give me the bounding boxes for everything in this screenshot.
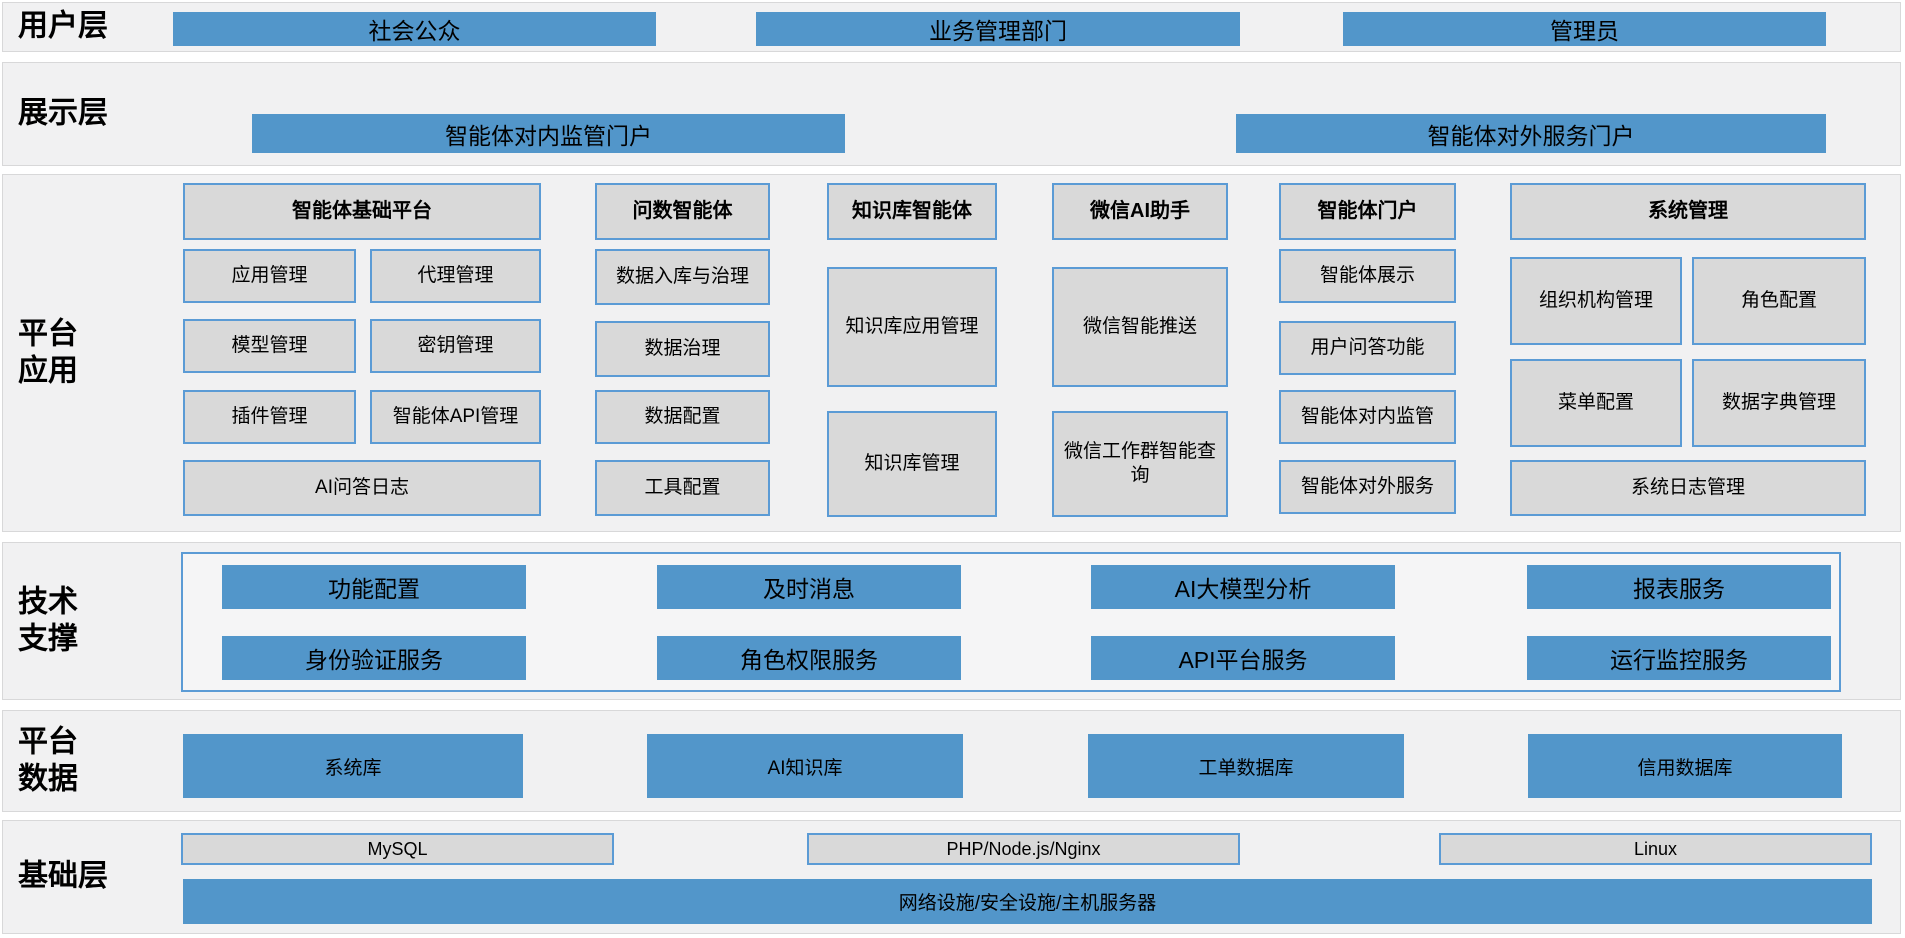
- layer-band-platform-data: 平台 数据 系统库 AI知识库 工单数据库 信用数据库: [2, 710, 1901, 812]
- platform-column-system-mgmt: 系统管理 组织机构管理 角色配置 菜单配置 数据字典管理 系统日志管理: [1510, 175, 1866, 531]
- module-box: 数据治理: [595, 321, 770, 377]
- user-box-admin: 管理员: [1343, 12, 1826, 46]
- module-box: 菜单配置: [1510, 359, 1682, 447]
- column-header: 问数智能体: [595, 183, 770, 240]
- column-header: 知识库智能体: [827, 183, 997, 240]
- module-box: 应用管理: [183, 249, 356, 303]
- platform-column-agent-portal: 智能体门户 智能体展示 用户问答功能 智能体对内监管 智能体对外服务: [1279, 175, 1456, 531]
- infra-tech-box: MySQL: [181, 833, 614, 865]
- layer-label-infrastructure: 基础层: [18, 859, 108, 893]
- layer-label-platform-data: 平台 数据: [18, 724, 78, 797]
- layer-label-line: 平台: [18, 725, 78, 759]
- module-box: 插件管理: [183, 390, 356, 444]
- module-box: 数据入库与治理: [595, 249, 770, 305]
- module-box: 数据字典管理: [1692, 359, 1866, 447]
- module-box: 智能体展示: [1279, 249, 1456, 303]
- module-box: 智能体对内监管: [1279, 390, 1456, 444]
- tech-service-box: 功能配置: [222, 565, 526, 609]
- tech-service-box: 运行监控服务: [1527, 636, 1831, 680]
- column-header: 系统管理: [1510, 183, 1866, 240]
- module-box: 组织机构管理: [1510, 257, 1682, 345]
- layer-band-tech-support: 技术 支撑 功能配置 及时消息 AI大模型分析 报表服务 身份验证服务 角色权限…: [2, 542, 1901, 700]
- platform-column-agent-base: 智能体基础平台 应用管理 代理管理 模型管理 密钥管理 插件管理 智能体API管…: [183, 175, 541, 531]
- layer-label-line: 数据: [18, 762, 78, 795]
- layer-label-platform-app: 平台 应用: [18, 316, 78, 389]
- column-header: 微信AI助手: [1052, 183, 1228, 240]
- layer-label-tech-support: 技术 支撑: [18, 584, 78, 657]
- user-box-business-dept: 业务管理部门: [756, 12, 1240, 46]
- module-box: 模型管理: [183, 319, 356, 373]
- platform-column-kb-agent: 知识库智能体 知识库应用管理 知识库管理: [827, 175, 997, 531]
- tech-service-box: 及时消息: [657, 565, 961, 609]
- layer-label-display: 展示层: [18, 96, 108, 130]
- module-box: AI问答日志: [183, 460, 541, 516]
- tech-service-box: AI大模型分析: [1091, 565, 1395, 609]
- portal-external-service: 智能体对外服务门户: [1236, 114, 1826, 153]
- module-box: 微信智能推送: [1052, 267, 1228, 387]
- infra-network-bar: 网络设施/安全设施/主机服务器: [183, 879, 1872, 924]
- layer-label-line: 平台: [18, 317, 78, 351]
- module-box: 数据配置: [595, 390, 770, 444]
- database-box: 工单数据库: [1088, 734, 1404, 798]
- module-box: 知识库应用管理: [827, 267, 997, 387]
- portal-internal-supervision: 智能体对内监管门户: [252, 114, 845, 153]
- infra-tech-box: PHP/Node.js/Nginx: [807, 833, 1240, 865]
- tech-service-box: 角色权限服务: [657, 636, 961, 680]
- module-box: 密钥管理: [370, 319, 541, 373]
- column-header: 智能体基础平台: [183, 183, 541, 240]
- module-box: 系统日志管理: [1510, 460, 1866, 516]
- platform-column-data-qa-agent: 问数智能体 数据入库与治理 数据治理 数据配置 工具配置: [595, 175, 770, 531]
- module-box: 微信工作群智能查询: [1052, 411, 1228, 517]
- database-box: 系统库: [183, 734, 523, 798]
- tech-service-box: 身份验证服务: [222, 636, 526, 680]
- infra-tech-box: Linux: [1439, 833, 1872, 865]
- platform-column-wechat-ai: 微信AI助手 微信智能推送 微信工作群智能查询: [1052, 175, 1228, 531]
- module-box: 智能体API管理: [370, 390, 541, 444]
- module-box: 代理管理: [370, 249, 541, 303]
- layer-band-user: 用户层 社会公众 业务管理部门 管理员: [2, 2, 1901, 52]
- layer-label-line: 技术: [18, 585, 78, 619]
- layer-label-line: 应用: [18, 354, 78, 387]
- module-box: 知识库管理: [827, 411, 997, 517]
- user-box-public: 社会公众: [173, 12, 656, 46]
- module-box: 工具配置: [595, 460, 770, 516]
- tech-service-box: API平台服务: [1091, 636, 1395, 680]
- database-box: AI知识库: [647, 734, 963, 798]
- module-box: 角色配置: [1692, 257, 1866, 345]
- layer-label-user: 用户层: [18, 9, 108, 43]
- module-box: 智能体对外服务: [1279, 460, 1456, 514]
- layer-band-infrastructure: 基础层 MySQL PHP/Node.js/Nginx Linux 网络设施/安…: [2, 820, 1901, 934]
- layer-band-platform-app: 平台 应用 智能体基础平台 应用管理 代理管理 模型管理 密钥管理 插件管理 智…: [2, 174, 1901, 532]
- layer-band-display: 展示层 智能体对内监管门户 智能体对外服务门户: [2, 62, 1901, 166]
- database-box: 信用数据库: [1528, 734, 1842, 798]
- module-box: 用户问答功能: [1279, 321, 1456, 375]
- layer-label-line: 支撑: [18, 622, 78, 655]
- tech-service-box: 报表服务: [1527, 565, 1831, 609]
- column-header: 智能体门户: [1279, 183, 1456, 240]
